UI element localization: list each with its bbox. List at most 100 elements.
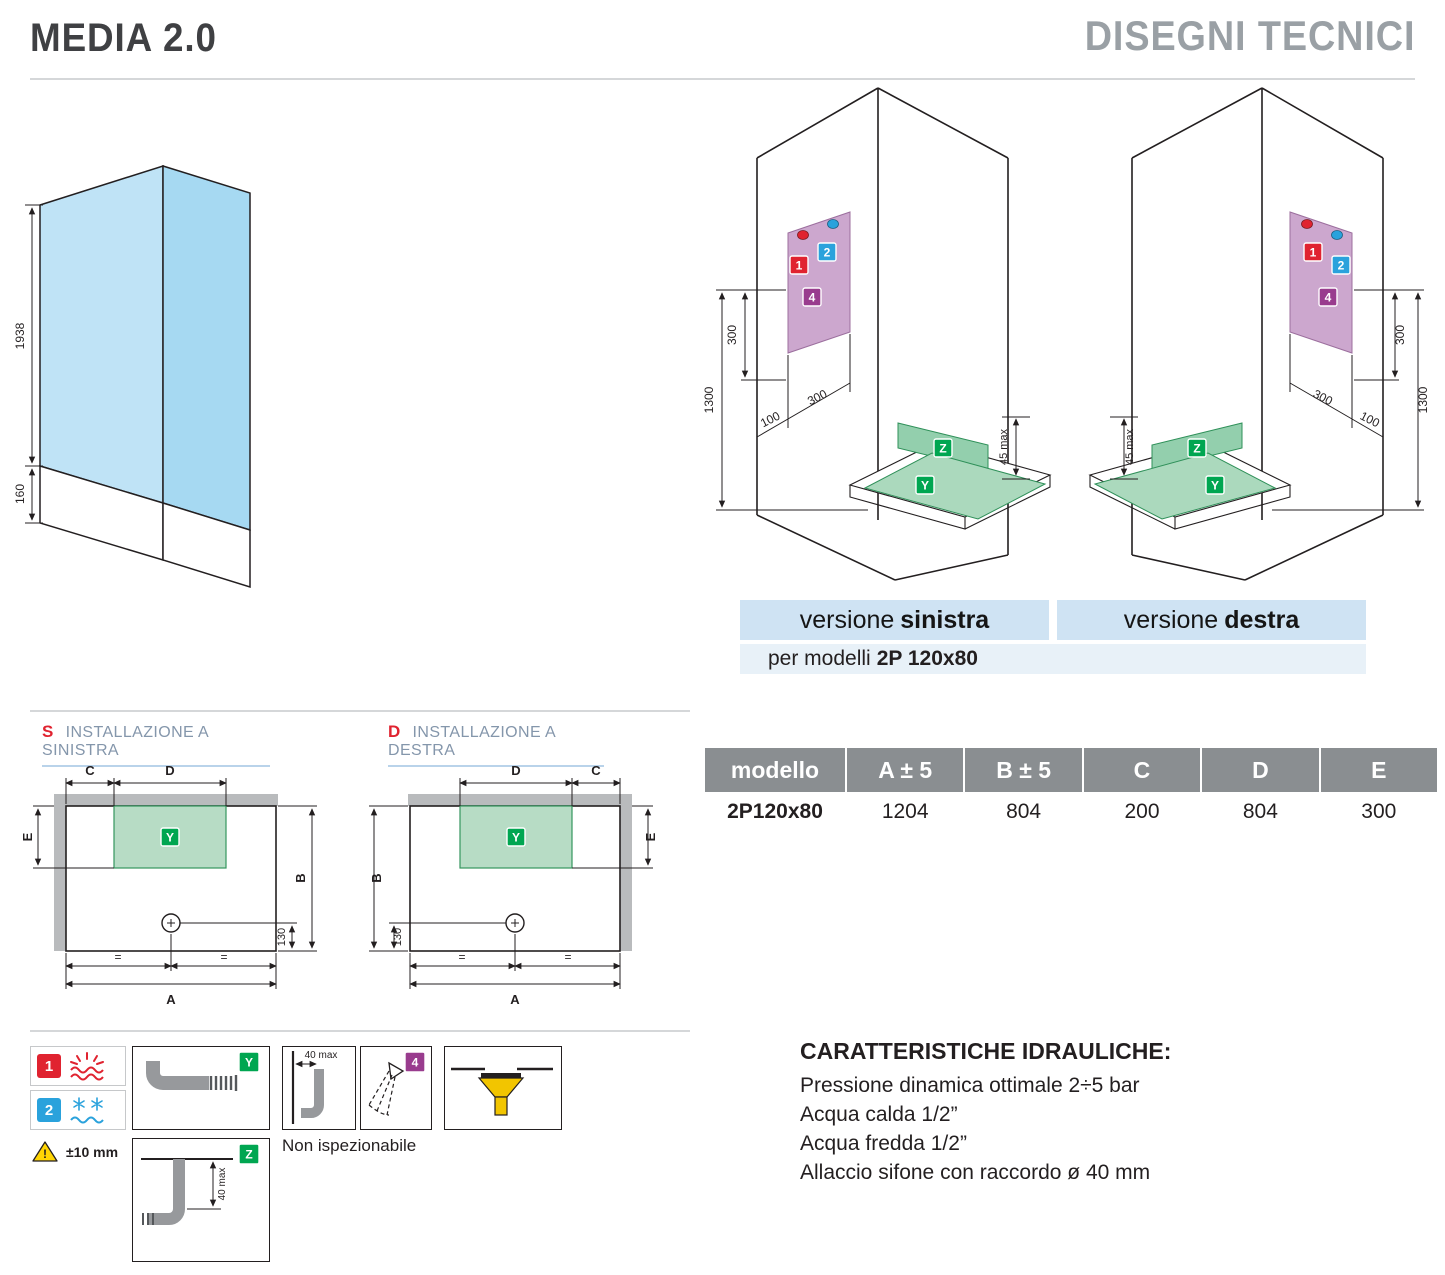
marker-z-label: Z [939,442,946,456]
dim-1300: 1300 [1416,386,1430,413]
plan-title-text: INSTALLAZIONE A SINISTRA [42,724,209,759]
cold-water-point [827,219,839,229]
marker-2-label: 2 [1338,259,1345,273]
y-drain-icon: Y [146,1051,260,1091]
dimensions-table: modello A ± 5 B ± 5 C D E 2P120x80 1204 … [705,748,1437,832]
legend-pipe-box: 40 max [282,1046,356,1130]
cell-a: 1204 [847,792,964,832]
marker-4-label: 4 [1325,291,1332,305]
cabin-walls [1131,87,1384,581]
plan-right-dimensions: D C E B 130 = = A [369,763,658,1007]
marker-1: 1 [1303,242,1323,262]
marker-z: Z [1187,438,1207,458]
dim-C: C [85,763,95,778]
legend-siphon-box [444,1046,562,1130]
hydraulics-line: Acqua fredda 1/2” [800,1132,967,1155]
dim-equal: = [220,950,227,964]
plan-title-left: S INSTALLAZIONE A SINISTRA [42,722,270,767]
glass-height-dim: 1938 [13,322,27,349]
caption-versione-sinistra: versione sinistra [740,600,1049,640]
table-header-d: D [1202,748,1319,792]
cell-b: 804 [965,792,1082,832]
marker-1-label: 1 [1310,246,1317,260]
marker-z: Z [238,1143,260,1165]
y-zone [1093,452,1277,520]
legend-cold-water: 2 [30,1090,126,1130]
dim-300-vertical: 300 [1393,325,1407,345]
marker-2: 2 [817,242,837,262]
dim-100: 100 [758,409,782,431]
marker-4: 4 [1318,287,1338,307]
dim-A: A [166,992,176,1007]
marker-4: 4 [404,1051,426,1073]
models-bold: 2P 120x80 [876,647,978,670]
marker-y-label: Y [921,479,929,493]
wall-top [54,794,278,806]
legend-z-drain-box: 40 max Z [132,1138,270,1262]
cell-e: 300 [1320,792,1437,832]
hydraulics-line: Acqua calda 1/2” [800,1103,958,1126]
table-row: 2P120x80 1204 804 200 804 300 [705,792,1437,832]
marker-z-label: Z [245,1148,252,1162]
z-drain-icon: 40 max Z [141,1143,260,1225]
warning-icon: ! [32,1141,58,1162]
product-title: MEDIA 2.0 [30,16,217,60]
plan-tag-s: S [42,722,54,741]
dim-E: E [20,832,35,841]
dim-E: E [643,832,658,841]
dim-B: B [369,873,384,882]
plan-title-text: INSTALLAZIONE A DESTRA [388,724,556,759]
plan-view-right: Y D C E B 130 = = A [369,763,658,1007]
hydraulics-line: Allaccio sifone con raccordo ø 40 mm [800,1161,1151,1184]
caption-bold: sinistra [900,605,990,634]
legend-tolerance: ! ±10 mm [32,1140,118,1164]
marker-y-label: Y [166,831,174,845]
hot-water-point [797,230,809,240]
hydraulics-line: Pressione dinamica ottimale 2÷5 bar [800,1074,1140,1097]
wall-top [408,794,632,806]
dim-D: D [511,763,520,778]
base-panel-right [162,501,251,589]
legend-y-drain-box: Y [132,1046,270,1130]
tray-edges [1089,475,1291,530]
table-header-c: C [1083,748,1201,792]
cold-marker-badge: 2 [37,1098,61,1122]
connections-panel [1289,211,1353,354]
glass-dimensions: 1938 160 [13,204,43,524]
marker-y: Y [506,827,526,847]
caption-prefix: versione [799,605,895,634]
marker-z: Z [933,438,953,458]
dim-equal: = [458,950,465,964]
glass-panels-drawing: 1938 160 [13,164,251,589]
iso-view-left: 1 2 4 Z Y 300 1300 100 300 45 max [702,87,1052,581]
models-caption: per modelli 2P 120x80 [740,644,1366,674]
plan-left-dimensions: C D E B 130 = = A [20,763,317,1007]
cabin-walls [756,87,1009,581]
siphon-icon [451,1067,553,1116]
spray-icon: 4 [368,1051,426,1116]
hot-marker-badge: 1 [37,1054,61,1078]
legend-divider [30,1030,690,1032]
hot-water-icon [70,1052,104,1081]
table-header-modello: modello [705,748,845,792]
marker-4-label: 4 [412,1056,419,1070]
marker-1-label: 1 [796,259,803,273]
dim-B: B [293,873,308,882]
dim-45-max: 45 max [1124,428,1136,465]
marker-y-label: Y [512,831,520,845]
marker-4-label: 4 [809,291,816,305]
iso-left-dimensions: 300 1300 100 300 45 max [702,289,1030,511]
wall-left [54,806,66,951]
glass-panel-right [162,164,251,532]
caption-versione-destra: versione destra [1057,600,1366,640]
dim-130: 130 [276,928,288,946]
tolerance-label: ±10 mm [66,1144,119,1160]
dim-1300: 1300 [702,386,716,413]
plan-view-left: Y C D E B 130 = = A [20,763,317,1007]
marker-1: 1 [789,255,809,275]
table-header-row: modello A ± 5 B ± 5 C D E [705,748,1437,792]
connections-panel [787,211,851,354]
marker-y-label: Y [1211,479,1219,493]
marker-2-label: 2 [824,246,831,260]
y-zone [863,452,1047,520]
